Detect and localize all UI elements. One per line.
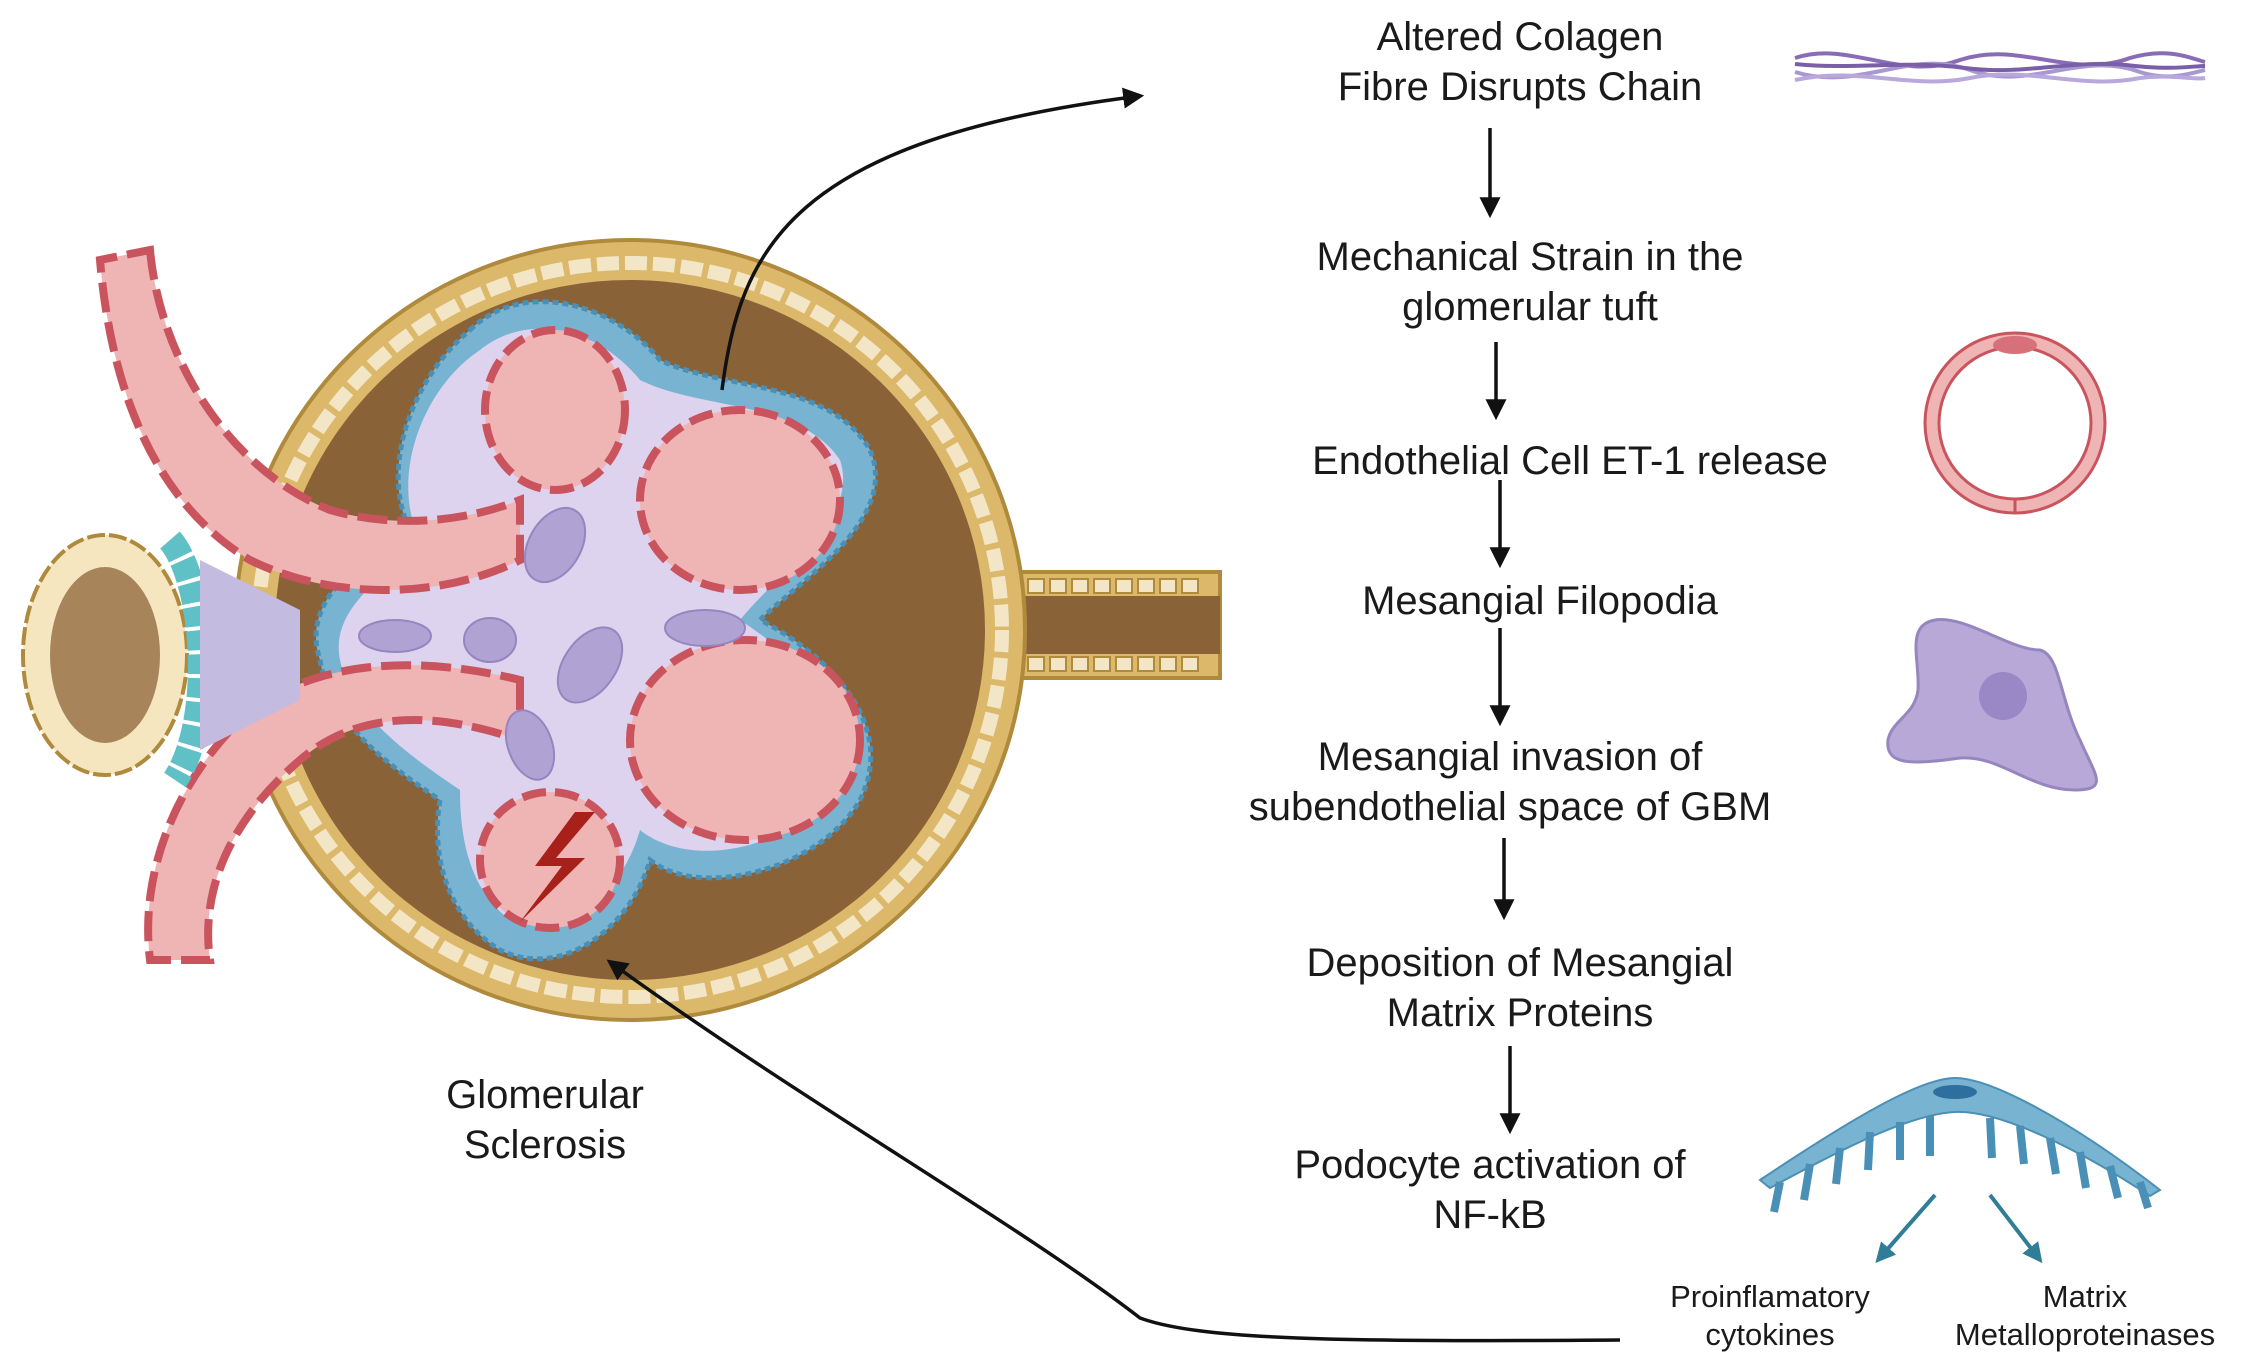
step-6-line1: Deposition of Mesangial xyxy=(1306,941,1734,985)
curved-arrow-to-top xyxy=(720,87,1145,391)
step-7-line1: Podocyte activation of xyxy=(1294,1143,1686,1187)
step-6-line2: Matrix Proteins xyxy=(1386,991,1654,1035)
capillary-loop xyxy=(626,636,864,844)
step-6-label: Deposition of Mesangial Matrix Proteins xyxy=(1250,938,1790,1038)
step-1-line2: Fibre Disrupts Chain xyxy=(1337,65,1703,109)
step-2-label: Mechanical Strain in the glomerular tuft xyxy=(1270,232,1790,332)
step-2-line2: glomerular tuft xyxy=(1402,285,1658,329)
capillary-loop xyxy=(481,326,629,494)
cytokines-line2: cytokines xyxy=(1705,1317,1835,1352)
podocyte-output-arrows xyxy=(1875,1193,2043,1264)
endothelial-cell-icon xyxy=(1923,331,2107,515)
mesangial-cell-icon xyxy=(1886,618,2098,792)
glomerulus-label-line1: Glomerular xyxy=(446,1073,644,1117)
step-1-label: Altered Colagen Fibre Disrupts Chain xyxy=(1310,12,1730,112)
output-arrow-mmp xyxy=(1988,1193,2043,1264)
step-4-label: Mesangial Filopodia xyxy=(1310,576,1770,626)
step-7-label: Podocyte activation of NF-kB xyxy=(1250,1140,1730,1240)
mmp-line2: Metalloproteinases xyxy=(1954,1317,2216,1352)
cytokines-line1: Proinflamatory xyxy=(1670,1279,1870,1314)
mesangial-cell xyxy=(556,626,624,704)
mesangial-cell xyxy=(358,619,432,653)
mesangial-cell xyxy=(664,609,746,647)
podocyte-icon xyxy=(1758,1076,2162,1213)
glomerulus-illustration xyxy=(21,238,1222,1022)
step-5-line1: Mesangial invasion of xyxy=(1317,735,1703,779)
mmp-label: Matrix Metalloproteinases xyxy=(1935,1278,2235,1354)
mesangial-cell xyxy=(523,507,587,583)
glomerulus-label-line2: Sclerosis xyxy=(463,1123,627,1167)
step-1-line1: Altered Colagen xyxy=(1376,15,1664,59)
mesangial-cells xyxy=(358,507,746,781)
cytokines-label: Proinflamatory cytokines xyxy=(1640,1278,1900,1354)
glomerular-sclerosis-label: Glomerular Sclerosis xyxy=(400,1070,690,1170)
step-5-line2: subendothelial space of GBM xyxy=(1248,785,1772,829)
flow-arrows xyxy=(606,87,1621,1343)
efferent-arteriole xyxy=(144,661,524,964)
step-3-label: Endothelial Cell ET-1 release xyxy=(1270,436,1870,486)
step-3-line1: Endothelial Cell ET-1 release xyxy=(1312,439,1828,483)
step-7-line2: NF-kB xyxy=(1433,1193,1547,1237)
collagen-fibre-icon xyxy=(1794,51,2206,84)
step-5-label: Mesangial invasion of subendothelial spa… xyxy=(1230,732,1790,832)
capillary-loop xyxy=(636,406,844,594)
step-2-line1: Mechanical Strain in the xyxy=(1316,235,1744,279)
output-arrow-cytokines xyxy=(1875,1193,1937,1264)
afferent-arteriole xyxy=(95,245,524,594)
macula-densa-cells xyxy=(159,531,214,788)
mesangial-cell xyxy=(463,617,517,663)
extraglomerular-mesangium xyxy=(200,560,300,750)
curved-arrow-to-glomerulus xyxy=(606,959,1621,1343)
step-4-line1: Mesangial Filopodia xyxy=(1362,579,1718,623)
mmp-line1: Matrix xyxy=(2042,1279,2128,1314)
mesangial-cell xyxy=(504,709,556,781)
